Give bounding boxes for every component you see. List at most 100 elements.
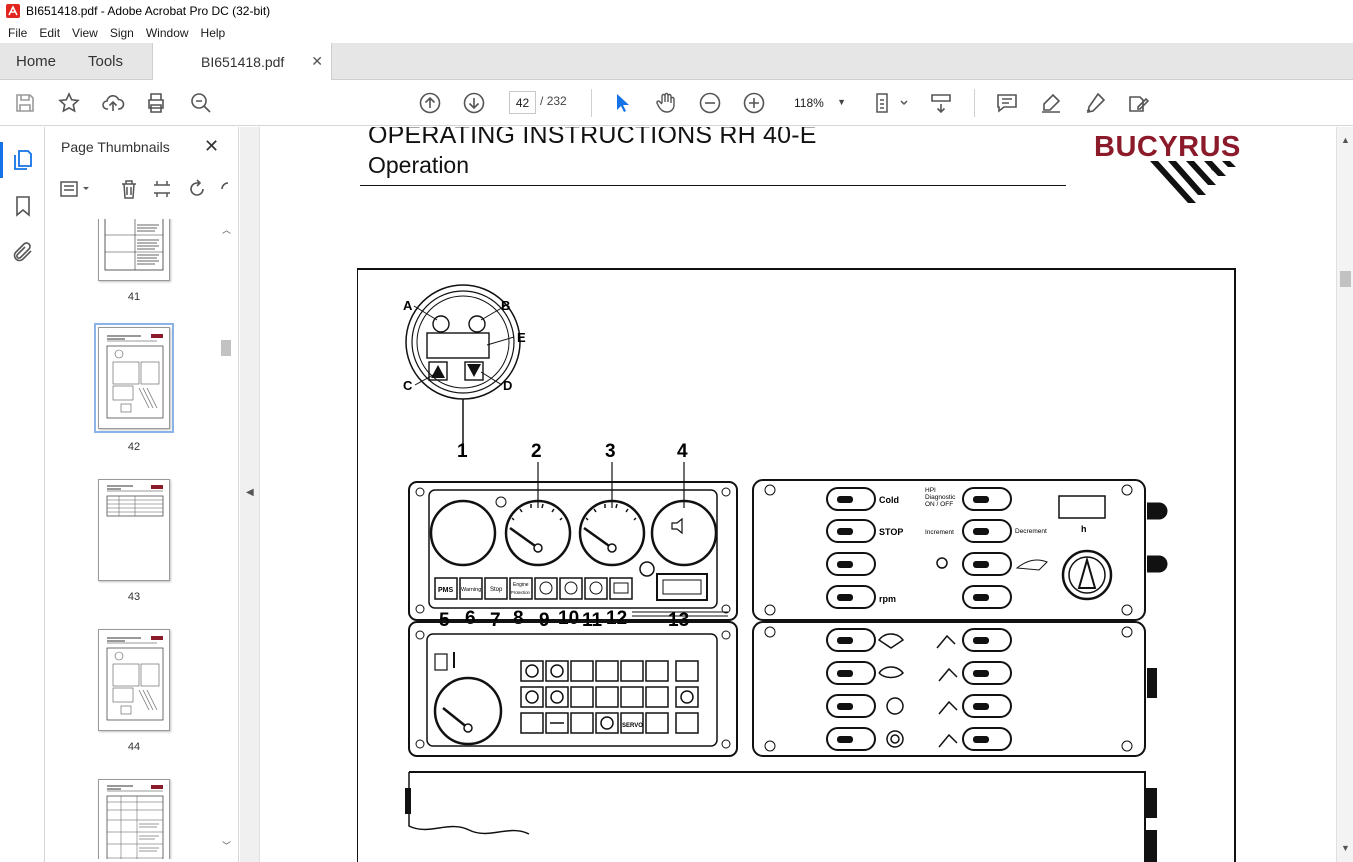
switch-stop: STOP [879, 527, 903, 537]
switch-panel-upper [752, 479, 1168, 621]
title-rule [360, 185, 1066, 186]
menu-view[interactable]: View [72, 25, 98, 40]
gauge-cluster-panel [408, 481, 738, 621]
panel-toolbar [58, 177, 233, 203]
page-thumbnails-panel: Page Thumbnails ✕ 41 42 43 44 ︿ ﹀ [46, 127, 239, 862]
gauge-letter-b: B [501, 298, 510, 313]
chevron-down-icon[interactable]: ▼ [1341, 843, 1350, 853]
tab-document[interactable]: BI651418.pdf ✕ [152, 43, 332, 80]
chevron-down-icon: ▼ [837, 97, 846, 107]
acrobat-icon [6, 4, 20, 18]
close-tab-icon[interactable]: ✕ [311, 53, 323, 69]
page-thumbnail[interactable] [98, 629, 170, 731]
upload-cloud-icon[interactable] [101, 91, 125, 115]
indicator-pms: PMS [438, 587, 454, 594]
scroll-thumb[interactable] [1340, 271, 1351, 287]
tab-tools[interactable]: Tools [88, 53, 124, 70]
save-icon[interactable] [13, 91, 37, 115]
page-thumbnail[interactable] [98, 479, 170, 581]
bookmark-icon[interactable] [11, 194, 35, 218]
callout-9: 9 [539, 610, 550, 631]
menu-help[interactable]: Help [200, 25, 226, 40]
gauge-letter-c: C [403, 378, 413, 393]
page-thumbnail[interactable] [94, 323, 174, 433]
callout-3: 3 [605, 441, 616, 462]
menu-file[interactable]: File [8, 25, 28, 40]
bookmark-star-icon[interactable] [57, 91, 81, 115]
page-thumbnail[interactable] [98, 219, 170, 281]
menu-window[interactable]: Window [145, 25, 189, 40]
tab-home[interactable]: Home [16, 53, 57, 70]
menu-bar: File Edit View Sign Window Help [0, 22, 1353, 43]
document-scrollbar[interactable]: ▲ ▼ [1336, 127, 1353, 862]
thumbnail-label: 42 [127, 441, 141, 453]
indicator-protection: Protection [511, 590, 531, 595]
scroll-thumb[interactable] [221, 340, 231, 356]
callout-8: 8 [513, 608, 524, 629]
switch-panel-lower [752, 621, 1157, 757]
rotate-page-icon[interactable] [186, 177, 208, 201]
toolbar-divider [974, 89, 975, 117]
chevron-up-icon[interactable]: ︿ [222, 225, 232, 235]
callout-7: 7 [490, 610, 501, 631]
page-title: OPERATING INSTRUCTIONS RH 40-E [368, 127, 817, 149]
highlight-pen-icon[interactable] [1039, 91, 1063, 115]
extract-page-icon[interactable] [151, 177, 173, 201]
menu-sign[interactable]: Sign [109, 25, 134, 40]
indicator-stop: Stop [490, 587, 503, 593]
brand-stripes: ® [1150, 161, 1236, 203]
page-number-input[interactable]: 42 [509, 91, 536, 114]
window-title: BI651418.pdf - Adobe Acrobat Pro DC (32-… [26, 4, 271, 18]
zoom-out-icon[interactable] [698, 91, 722, 115]
document-viewer[interactable]: OPERATING INSTRUCTIONS RH 40-E Operation… [260, 127, 1336, 862]
hand-tool-icon[interactable] [654, 91, 678, 115]
callout-2: 2 [531, 441, 542, 462]
menu-edit[interactable]: Edit [39, 25, 61, 40]
switch-increment: Increment [925, 529, 954, 536]
thumbnail-label: 43 [127, 591, 141, 603]
panel-title: Page Thumbnails [61, 139, 170, 155]
thumbnail-scrollbar[interactable]: ︿ ﹀ [218, 219, 234, 859]
total-pages: 232 [546, 94, 567, 108]
hour-meter-unit: h [1081, 524, 1087, 534]
switch-decrement: Decrement [1015, 528, 1047, 535]
panel-collapse-handle[interactable]: ◀ [240, 127, 260, 862]
print-icon[interactable] [144, 91, 168, 115]
collapse-arrow-icon[interactable]: ◀ [246, 487, 254, 498]
main-toolbar: 42 / 232 118%▼ [0, 80, 1353, 126]
switch-diagnostic: Diagnostic [925, 494, 956, 501]
switch-hpi: HPI [925, 487, 936, 494]
fit-page-icon[interactable] [874, 91, 910, 115]
close-panel-icon[interactable]: ✕ [204, 136, 220, 156]
scroll-mode-icon[interactable] [929, 91, 953, 115]
select-cursor-icon[interactable] [610, 91, 634, 115]
previous-page-icon[interactable] [418, 91, 442, 115]
title-bar: BI651418.pdf - Adobe Acrobat Pro DC (32-… [0, 0, 1353, 22]
comment-icon[interactable] [995, 91, 1019, 115]
next-page-icon[interactable] [462, 91, 486, 115]
switch-on-off: ON / OFF [925, 501, 953, 508]
page-thumbnail[interactable] [98, 779, 170, 859]
callout-13: 13 [668, 610, 689, 631]
callout-5: 5 [439, 610, 450, 631]
indicator-warning: Warning [461, 587, 481, 593]
chevron-down-icon[interactable]: ﹀ [222, 841, 232, 851]
draw-icon[interactable] [1083, 91, 1107, 115]
chevron-up-icon[interactable]: ▲ [1341, 135, 1350, 145]
page-thumbnails-icon[interactable] [0, 142, 35, 178]
zoom-select[interactable]: 118%▼ [786, 91, 854, 114]
zoom-search-icon[interactable] [189, 91, 213, 115]
navigation-rail [0, 127, 45, 862]
pdf-page: OPERATING INSTRUCTIONS RH 40-E Operation… [260, 127, 1336, 862]
thumbnail-options-icon[interactable] [58, 177, 92, 201]
delete-page-icon[interactable] [118, 177, 140, 201]
rotate-clockwise-icon[interactable] [216, 177, 228, 201]
switch-cold: Cold [879, 495, 899, 505]
fill-sign-icon[interactable] [1126, 91, 1150, 115]
tab-document-label: BI651418.pdf [201, 53, 285, 70]
attachment-icon[interactable] [11, 240, 35, 264]
gauge-letter-d: D [503, 378, 512, 393]
tab-bar: Home Tools BI651418.pdf ✕ [0, 43, 1353, 80]
figure-frame [357, 268, 1236, 862]
zoom-in-icon[interactable] [742, 91, 766, 115]
